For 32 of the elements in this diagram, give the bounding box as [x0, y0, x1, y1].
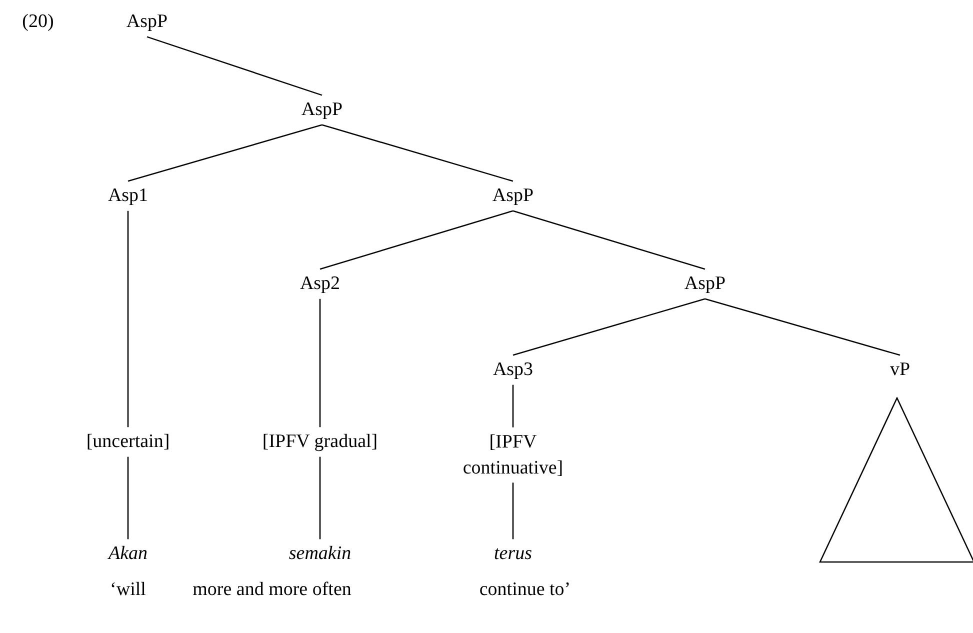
- head-label: Asp3: [492, 357, 534, 383]
- branch-line: [319, 298, 321, 428]
- branch-line: [127, 210, 129, 428]
- gloss-text: ‘will: [110, 579, 146, 601]
- phrase-label: AspP: [684, 271, 726, 297]
- phrase-label: AspP: [301, 97, 343, 123]
- gloss-text: more and more often: [192, 579, 352, 601]
- feature-label: [IPFV continuative]: [457, 429, 569, 481]
- branch-line: [512, 298, 706, 356]
- branch-line: [512, 482, 514, 540]
- phrase-label: AspP: [492, 183, 534, 209]
- branch-line: [512, 384, 514, 428]
- word-label: Akan: [108, 541, 148, 567]
- branch-line: [319, 456, 321, 540]
- triangle-symbol: [819, 397, 973, 563]
- word-label: terus: [494, 541, 532, 567]
- branch-line: [127, 456, 129, 540]
- branch-line: [322, 124, 514, 182]
- gloss-text: continue to’: [479, 579, 571, 601]
- head-label: Asp2: [300, 271, 340, 297]
- feature-label: [uncertain]: [86, 429, 170, 455]
- branch-line: [704, 298, 900, 356]
- phrase-label: AspP: [126, 9, 168, 35]
- phrase-label: vP: [890, 357, 910, 383]
- example-number: (20): [22, 11, 54, 33]
- head-label: Asp1: [108, 183, 148, 209]
- branch-line: [128, 124, 322, 182]
- branch-line: [146, 36, 322, 96]
- branch-line: [320, 210, 514, 270]
- branch-line: [512, 210, 706, 270]
- feature-label: [IPFV gradual]: [262, 429, 378, 455]
- word-label: semakin: [288, 541, 352, 567]
